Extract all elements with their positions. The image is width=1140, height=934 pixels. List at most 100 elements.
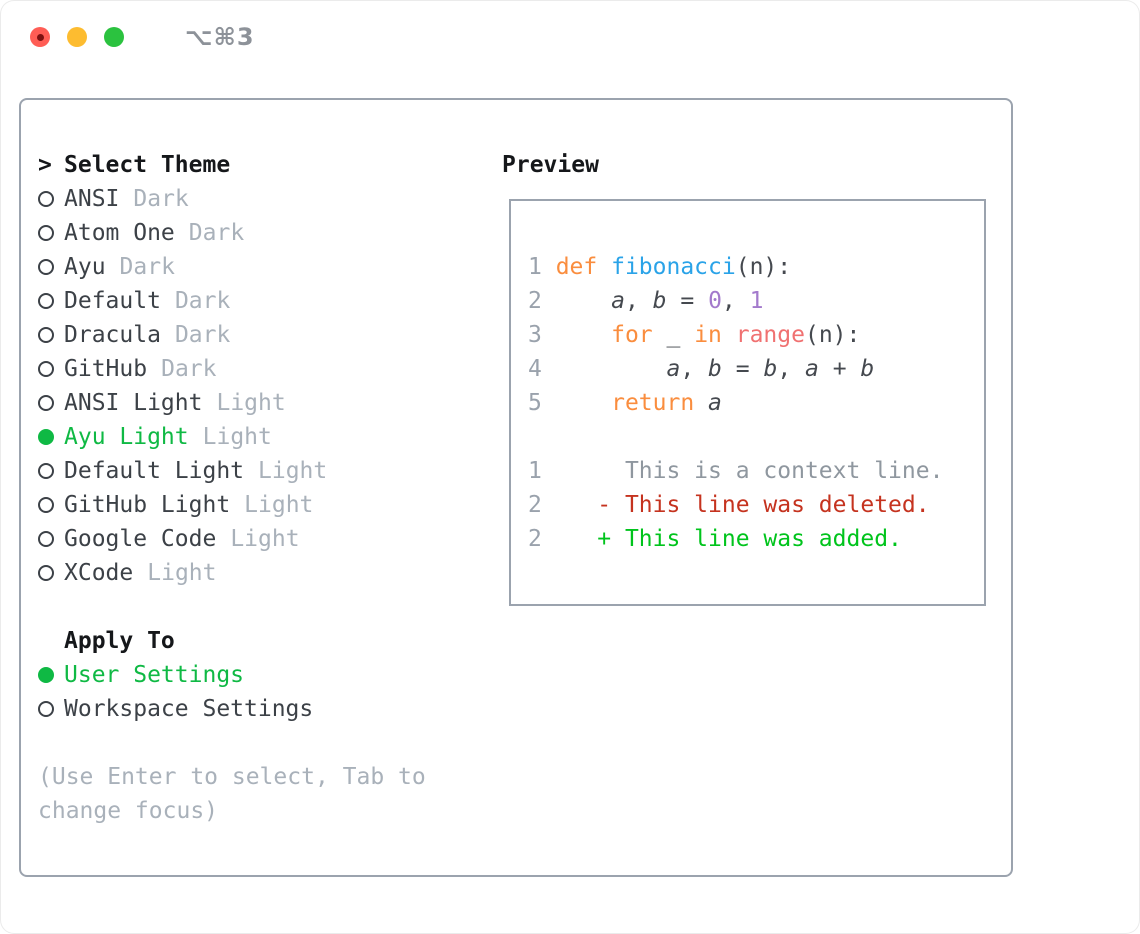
theme-option-dracula-dark[interactable]: Dracula Dark [38,318,458,352]
line-number: 5 [528,390,556,416]
theme-variant-tag: Light [230,526,300,552]
code-line: 3 for _ in range(n): [528,318,984,352]
line-number: 1 [528,458,542,484]
theme-option-atom-one-dark[interactable]: Atom One Dark [38,216,458,250]
keyword-token: in [694,322,736,348]
line-number: 1 [528,254,556,280]
deleted-text: - This line was deleted. [541,492,930,518]
theme-option-default-light[interactable]: Default Light Light [38,454,458,488]
radio-icon [38,565,54,581]
theme-option-ayu-light[interactable]: Ayu Light Light [38,420,458,454]
number-token: 0 [708,288,722,314]
line-number: 2 [528,492,542,518]
theme-option-github-light[interactable]: GitHub Light Light [38,488,458,522]
theme-name-label: Atom One [64,220,175,246]
code-line: 2 a, b = 0, 1 [528,284,984,318]
radio-icon [38,361,54,377]
variable-token: a [708,390,722,416]
code-token: (n): [735,254,792,280]
radio-selected-icon [38,429,54,445]
theme-name-label: ANSI [64,186,120,212]
close-button[interactable] [30,27,50,47]
divider [38,726,458,760]
theme-variant-tag: Dark [133,186,189,212]
theme-option-ayu-dark[interactable]: Ayu Dark [38,250,458,284]
blank-line [528,420,984,454]
diff-context-line: 1 This is a context line. [528,454,984,488]
divider [38,590,458,624]
radio-icon [38,259,54,275]
code-preview: 1 def fibonacci(n): 2 a, b = 0, 1 3 for … [511,201,984,556]
theme-select-pane: > Select Theme ANSI Dark Atom One Dark A… [38,148,458,828]
code-line: 4 a, b = b, a + b [528,352,984,386]
radio-icon [38,395,54,411]
theme-variant-tag: Light [244,492,314,518]
theme-variant-tag: Light [258,458,328,484]
zoom-button[interactable] [104,27,124,47]
unsaved-dot-icon [36,33,44,41]
variable-token: b [860,356,875,382]
radio-icon [38,293,54,309]
theme-name-label: Google Code [64,526,217,552]
variable-token: a [611,288,625,314]
theme-name-label: GitHub Light [64,492,231,518]
theme-name-label: Default [64,288,161,314]
keyword-token: return [611,390,709,416]
code-line: 1 def fibonacci(n): [528,250,984,284]
code-token [556,322,611,348]
theme-variant-tag: Light [216,390,286,416]
added-text: + This line was added. [541,526,902,552]
function-name-token: fibonacci [611,254,736,280]
theme-option-ansi-dark[interactable]: ANSI Dark [38,182,458,216]
theme-name-label: Default Light [64,458,245,484]
theme-variant-tag: Dark [119,254,175,280]
section-title: Select Theme [64,152,231,178]
context-text: This is a context line. [541,458,944,484]
code-token: _ [666,322,695,348]
section-title: Apply To [64,628,175,654]
help-text: (Use Enter to select, Tab to change focu… [38,764,426,824]
theme-option-github-dark[interactable]: GitHub Dark [38,352,458,386]
code-token: = [721,356,764,382]
variable-token: b [763,356,778,382]
code-token [556,288,611,314]
apply-to-header: Apply To [38,624,458,658]
theme-variant-tag: Dark [174,288,231,314]
code-token [556,356,667,382]
theme-variant-tag: Light [147,560,217,586]
theme-variant-tag: Dark [174,322,231,348]
diff-deleted-line: 2 - This line was deleted. [528,488,984,522]
keyword-token: def [555,254,612,280]
variable-token: b [652,288,667,314]
radio-icon [38,531,54,547]
diff-added-line: 2 + This line was added. [528,522,984,556]
minimize-button[interactable] [67,27,87,47]
theme-name-label: Ayu Light [64,424,189,450]
variable-token: b [708,356,722,382]
titlebar: ⌥⌘3 [0,0,1140,74]
apply-option-user-settings[interactable]: User Settings [38,658,458,692]
apply-option-workspace-settings[interactable]: Workspace Settings [38,692,458,726]
code-token: (n): [804,322,861,348]
theme-option-default-dark[interactable]: Default Dark [38,284,458,318]
theme-option-google-code-light[interactable]: Google Code Light [38,522,458,556]
radio-icon [38,497,54,513]
line-number: 3 [528,322,556,348]
number-token: 1 [749,288,764,314]
apply-option-label: User Settings [64,662,245,688]
preview-box: 1 def fibonacci(n): 2 a, b = 0, 1 3 for … [509,199,986,606]
radio-icon [38,327,54,343]
radio-selected-icon [38,667,54,683]
line-number: 2 [528,288,556,314]
line-number: 2 [528,526,542,552]
select-theme-header: > Select Theme [38,148,458,182]
code-token: , [680,356,709,382]
theme-option-ansi-light[interactable]: ANSI Light Light [38,386,458,420]
theme-name-label: Ayu [64,254,106,280]
theme-name-label: XCode [64,560,134,586]
window-title: ⌥⌘3 [185,23,255,51]
main-panel: > Select Theme ANSI Dark Atom One Dark A… [19,98,1013,877]
focus-prompt-icon: > [38,152,52,178]
theme-option-xcode-light[interactable]: XCode Light [38,556,458,590]
